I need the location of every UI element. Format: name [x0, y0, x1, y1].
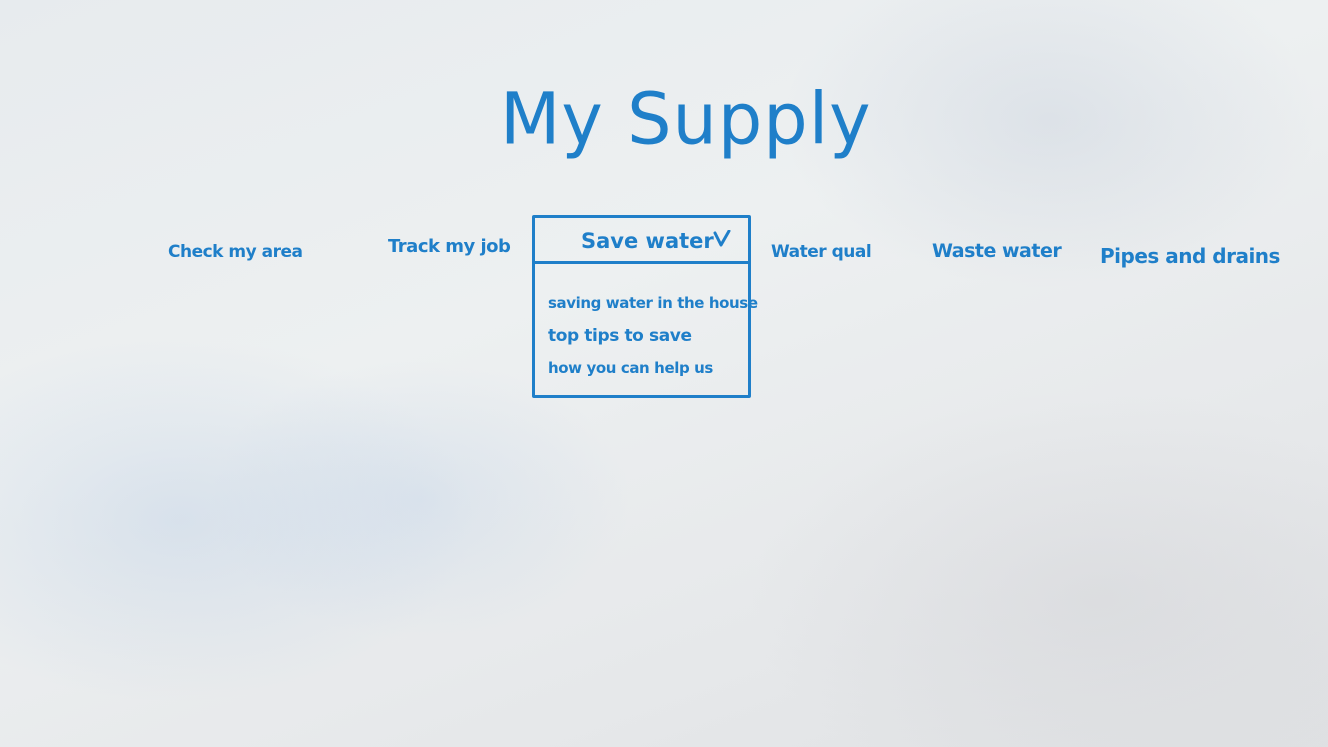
page-title: My Supply	[500, 77, 872, 161]
nav-item-waste-water[interactable]: Waste water	[932, 240, 1062, 262]
nav-item-save-water: Save water	[581, 229, 714, 253]
menu-item-how-you-can-help-us[interactable]: how you can help us	[548, 359, 713, 377]
nav-item-water-quality[interactable]: Water qual	[771, 242, 872, 262]
nav-item-track-my-job[interactable]: Track my job	[388, 236, 511, 257]
nav-item-pipes-and-drains[interactable]: Pipes and drains	[1100, 244, 1280, 268]
menu-item-saving-water-in-the-house[interactable]: saving water in the house	[548, 294, 758, 312]
save-water-dropdown: Save water saving water in the house top…	[532, 215, 758, 398]
nav-item-check-my-area[interactable]: Check my area	[168, 242, 303, 262]
menu-item-top-tips-to-save[interactable]: top tips to save	[548, 326, 692, 346]
chevron-down-icon	[713, 229, 731, 248]
save-water-dropdown-toggle[interactable]: Save water	[535, 218, 748, 264]
